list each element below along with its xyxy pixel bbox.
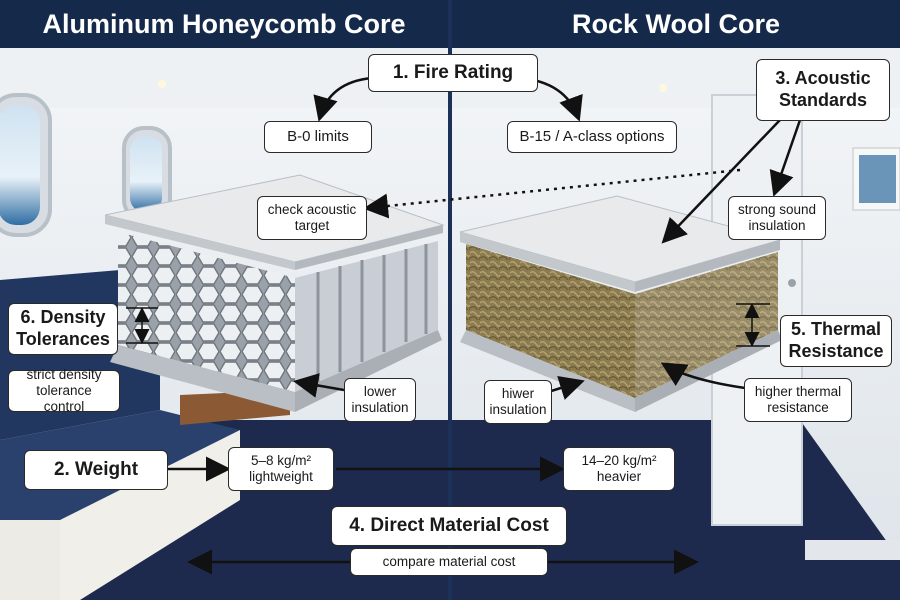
aluminum-acoustic-note: check acoustic target xyxy=(257,196,367,240)
rockwool-weight-desc: heavier xyxy=(596,469,642,484)
rockwool-thermal-low-note: hiwer insulation xyxy=(484,380,552,424)
aluminum-weight-value: 5–8 kg/m² xyxy=(250,452,312,468)
aluminum-weight-note: 5–8 kg/m² lightweight xyxy=(228,447,334,491)
aluminum-weight-desc: lightweight xyxy=(249,469,313,484)
fire-rating-label: 1. Fire Rating xyxy=(368,54,538,92)
rockwool-weight-value: 14–20 kg/m² xyxy=(581,452,657,468)
center-divider xyxy=(448,0,452,600)
rockwool-fire-note: B-15 / A-class options xyxy=(507,121,677,153)
rockwool-weight-note: 14–20 kg/m² heavier xyxy=(563,447,675,491)
aluminum-fire-note: B-0 limits xyxy=(264,121,372,153)
density-tolerances-label: 6. Density Tolerances xyxy=(8,303,118,355)
cost-compare-note: compare material cost xyxy=(350,548,548,576)
aluminum-density-note: strict density tolerance control xyxy=(8,367,120,414)
header-aluminum-core: Aluminum Honeycomb Core xyxy=(0,0,448,48)
weight-label: 2. Weight xyxy=(24,450,168,490)
header-rock-wool-core: Rock Wool Core xyxy=(452,0,900,48)
direct-material-cost-label: 4. Direct Material Cost xyxy=(331,506,567,546)
rockwool-thermal-high-note: higher thermal resistance xyxy=(744,378,852,422)
aluminum-thermal-note: lower insulation xyxy=(344,378,416,422)
acoustic-standards-label: 3. Acoustic Standards xyxy=(756,59,890,121)
rockwool-acoustic-note: strong sound insulation xyxy=(728,196,826,240)
thermal-resistance-label: 5. Thermal Resistance xyxy=(780,315,892,367)
